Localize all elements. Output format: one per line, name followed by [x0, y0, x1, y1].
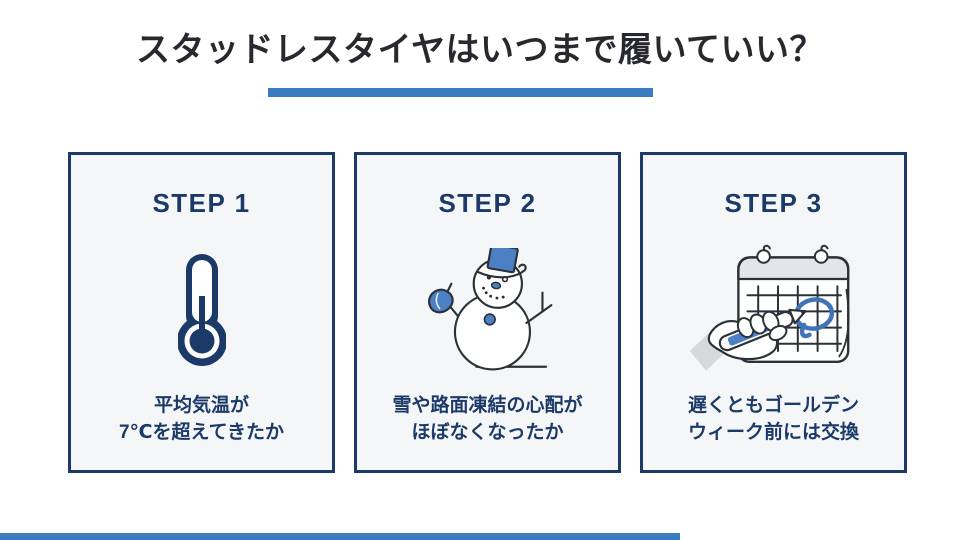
- caption-line-1: 雪や路面凍結の心配が: [392, 394, 583, 416]
- calendar-marking-icon: [688, 242, 859, 379]
- step-1-label: STEP 1: [152, 188, 251, 218]
- step-3-caption: 遅くともゴールデン ウィーク前には交換: [688, 393, 859, 447]
- snowman-icon: [421, 242, 555, 379]
- page-title: スタッドレスタイヤはいつまで履いていい？: [136, 31, 824, 69]
- thermometer-icon: [177, 242, 226, 379]
- caption-line-2: ほぼなくなったか: [411, 421, 564, 443]
- caption-line-1: 平均気温が: [153, 394, 249, 416]
- step-card-1: STEP 1 平均気温が 7℃を超えてきたか: [68, 152, 335, 473]
- bottom-accent-bar: [0, 533, 680, 540]
- step-3-label: STEP 3: [724, 188, 823, 218]
- step-card-3: STEP 3: [640, 152, 907, 473]
- step-2-caption: 雪や路面凍結の心配が ほぼなくなったか: [392, 393, 582, 447]
- caption-line-2: ウィーク前には交換: [687, 421, 859, 443]
- step-1-caption: 平均気温が 7℃を超えてきたか: [119, 393, 284, 447]
- caption-line-2: 7℃を超えてきたか: [118, 421, 285, 443]
- steps-row: STEP 1 平均気温が 7℃を超えてきたか STEP 2: [68, 152, 907, 473]
- step-card-2: STEP 2: [354, 152, 621, 473]
- step-2-label: STEP 2: [438, 188, 537, 218]
- title-underline-accent: [268, 88, 653, 97]
- caption-line-1: 遅くともゴールデン: [687, 394, 859, 416]
